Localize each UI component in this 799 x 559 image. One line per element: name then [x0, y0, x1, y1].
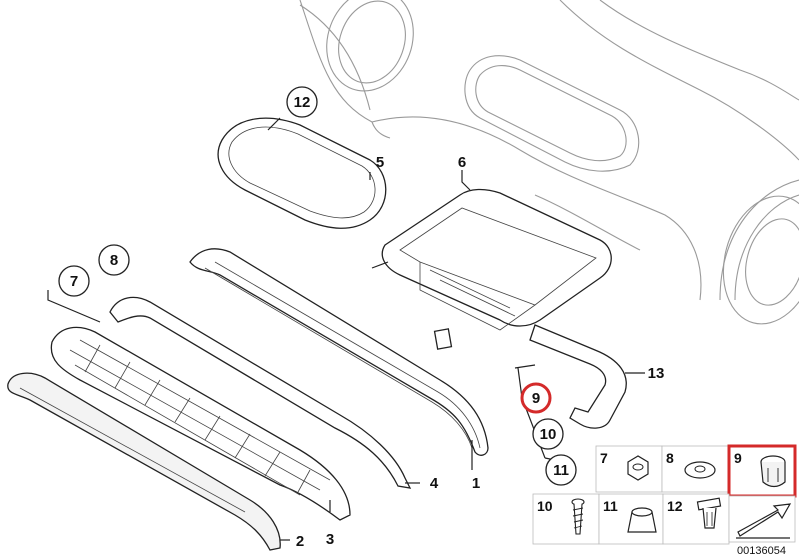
- washer-icon: [684, 461, 716, 479]
- callout-8-circle: [98, 244, 130, 276]
- label-6: 6: [458, 154, 466, 171]
- callout-12-circle: [286, 86, 318, 118]
- small-parts-table: 7 8 9 10 11: [532, 444, 797, 545]
- label-4: 4: [430, 475, 439, 492]
- part-6-air-duct: [371, 188, 612, 350]
- part-4-trim-strip: [109, 296, 412, 489]
- callout-10-circle: [532, 418, 564, 450]
- diagram-code: 00136054: [737, 545, 786, 557]
- part-12-hood-scoop: [217, 117, 387, 229]
- grommet-icon: [627, 507, 657, 533]
- callout-9-circle-highlight: [520, 382, 552, 414]
- label-10: 10: [540, 426, 557, 443]
- small-part-7-label: 7: [600, 450, 608, 466]
- small-part-10-label: 10: [537, 498, 553, 514]
- label-2: 2: [296, 533, 304, 550]
- small-part-11-label: 11: [603, 498, 618, 514]
- label-12: 12: [294, 94, 311, 111]
- part-3-grille-mesh: [50, 326, 351, 521]
- screw-icon: [571, 498, 585, 535]
- nut-icon: [627, 455, 649, 481]
- callouts: 12 5 6 8 7 13 9 10 11 1 4 3 2: [58, 86, 665, 550]
- label-8: 8: [110, 252, 118, 269]
- car-body-outline: [299, 0, 799, 325]
- label-11: 11: [553, 462, 569, 479]
- callout-7-circle: [58, 265, 90, 297]
- direction-arrow-icon: [736, 503, 792, 539]
- part-1-grille-frame: [189, 248, 489, 456]
- small-part-8-label: 8: [666, 450, 674, 466]
- part-2-bumper-trim: [7, 372, 281, 551]
- label-1: 1: [472, 475, 480, 492]
- small-part-9-label: 9: [734, 450, 742, 466]
- leader-lines: [47, 117, 645, 541]
- clip-icon: [760, 455, 786, 488]
- label-5: 5: [376, 154, 384, 171]
- label-7: 7: [70, 273, 78, 290]
- small-part-12-label: 12: [667, 498, 683, 514]
- label-3: 3: [326, 531, 334, 548]
- label-13: 13: [648, 365, 665, 382]
- cell-10: [532, 493, 600, 545]
- expansion-rivet-icon: [696, 497, 722, 529]
- part-13-hose: [529, 324, 627, 429]
- label-9: 9: [532, 390, 540, 407]
- callout-11-circle: [545, 454, 577, 486]
